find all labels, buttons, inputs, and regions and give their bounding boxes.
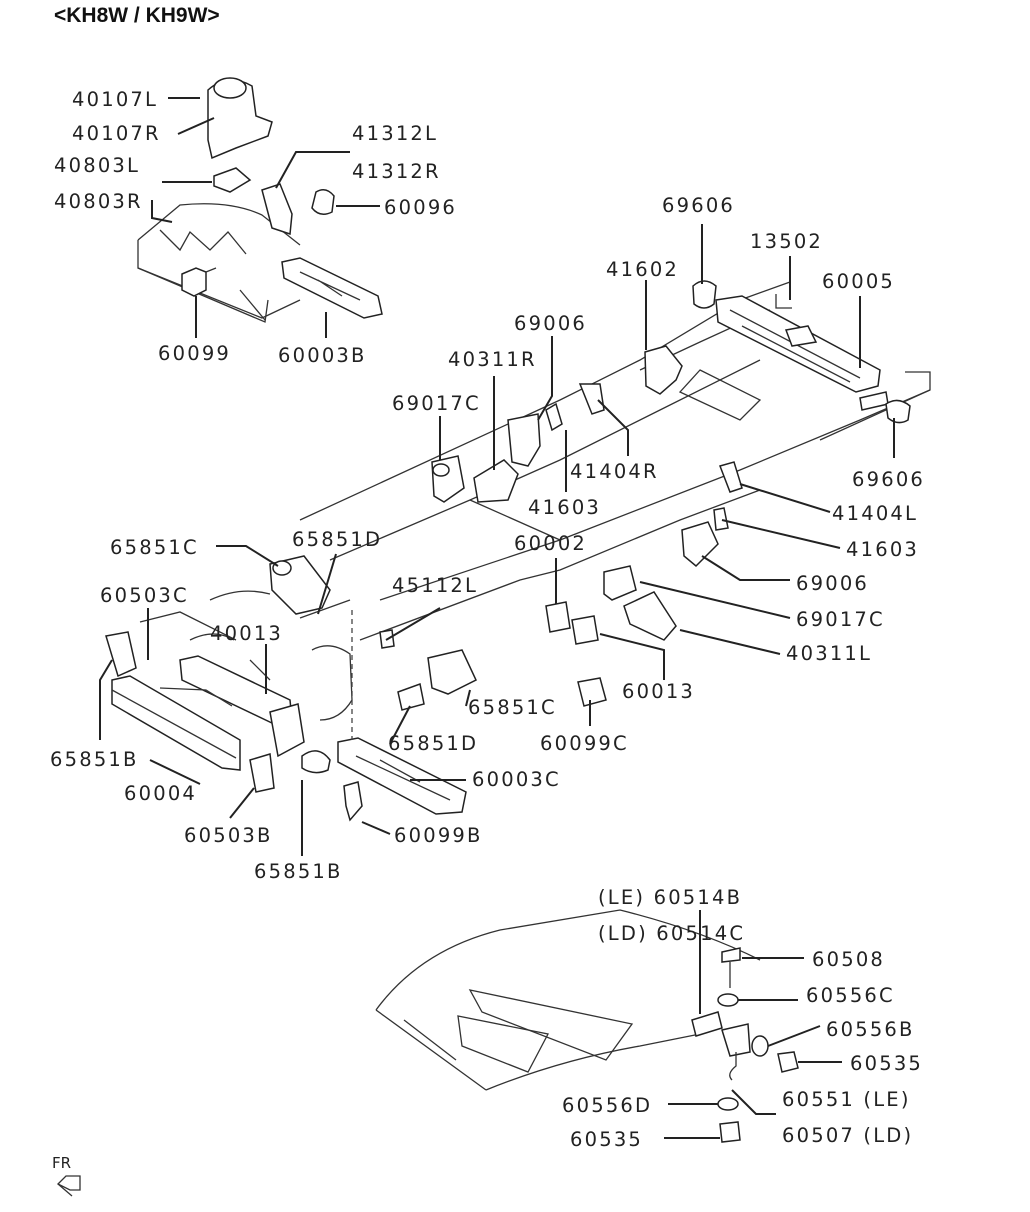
part-label: 41404L <box>832 502 918 525</box>
part-label: 13502 <box>750 230 823 253</box>
part-label: 69006 <box>796 572 869 595</box>
part-label: 40311R <box>448 348 537 371</box>
part-label: 60507 (LD) <box>782 1124 913 1147</box>
part-label: 69606 <box>662 194 735 217</box>
chassis-frame <box>299 280 931 711</box>
front-label: FR <box>52 1154 71 1172</box>
part-label: 69606 <box>852 468 925 491</box>
part-label: 41603 <box>528 496 601 519</box>
part-label: 41603 <box>846 538 919 561</box>
part-label: 60503B <box>184 824 273 847</box>
part-label: 40803L <box>54 154 140 177</box>
part-label: 60535 <box>850 1052 923 1075</box>
part-label: 60002 <box>514 532 587 555</box>
part-label: 60013 <box>622 680 695 703</box>
part-label: 65851D <box>388 732 478 755</box>
part-label: 60003B <box>278 344 367 367</box>
part-label: 40107R <box>72 122 161 145</box>
part-label: 40013 <box>210 622 283 645</box>
part-label: (LE) 60514B <box>598 886 742 909</box>
part-label: 60005 <box>822 270 895 293</box>
part-label: 40803R <box>54 190 143 213</box>
part-label: 60535 <box>570 1128 643 1151</box>
part-label: 60003C <box>472 768 561 791</box>
part-label: 69017C <box>392 392 481 415</box>
part-label: 65851B <box>254 860 343 883</box>
part-label: 41312L <box>352 122 438 145</box>
part-label: 40107L <box>72 88 158 111</box>
rear-floor-detail <box>375 909 799 1143</box>
front-crossmember-detail <box>137 77 383 323</box>
part-label: 65851C <box>110 536 199 559</box>
part-label: 45112L <box>392 574 478 597</box>
part-label: 41312R <box>352 160 441 183</box>
part-label: 41404R <box>570 460 659 483</box>
part-label: 60503C <box>100 584 189 607</box>
part-label: 60556B <box>826 1018 915 1041</box>
part-label: 60096 <box>384 196 457 219</box>
part-label: 65851C <box>468 696 557 719</box>
part-label: 65851D <box>292 528 382 551</box>
part-label: 65851B <box>50 748 139 771</box>
part-label: 69006 <box>514 312 587 335</box>
part-label: 41602 <box>606 258 679 281</box>
part-label: 60551 (LE) <box>782 1088 911 1111</box>
part-label: (LD) 60514C <box>598 922 745 945</box>
part-label: 60099 <box>158 342 231 365</box>
part-label: 60556D <box>562 1094 652 1117</box>
front-suspension-assembly <box>105 555 467 822</box>
part-label: 69017C <box>796 608 885 631</box>
part-label: 60099B <box>394 824 483 847</box>
part-label: 60556C <box>806 984 895 1007</box>
part-label: 40311L <box>786 642 872 665</box>
part-label: 60099C <box>540 732 629 755</box>
part-number-labels: 40107L 40107R 40803L 40803R 41312L 41312… <box>50 88 925 1151</box>
front-direction-marker: FR <box>52 1154 81 1197</box>
leader-lines <box>99 97 895 1139</box>
part-label: 60508 <box>812 948 885 971</box>
diagram-title: <KH8W / KH9W> <box>54 4 220 27</box>
arrow-icon <box>56 1175 81 1197</box>
part-label: 60004 <box>124 782 197 805</box>
